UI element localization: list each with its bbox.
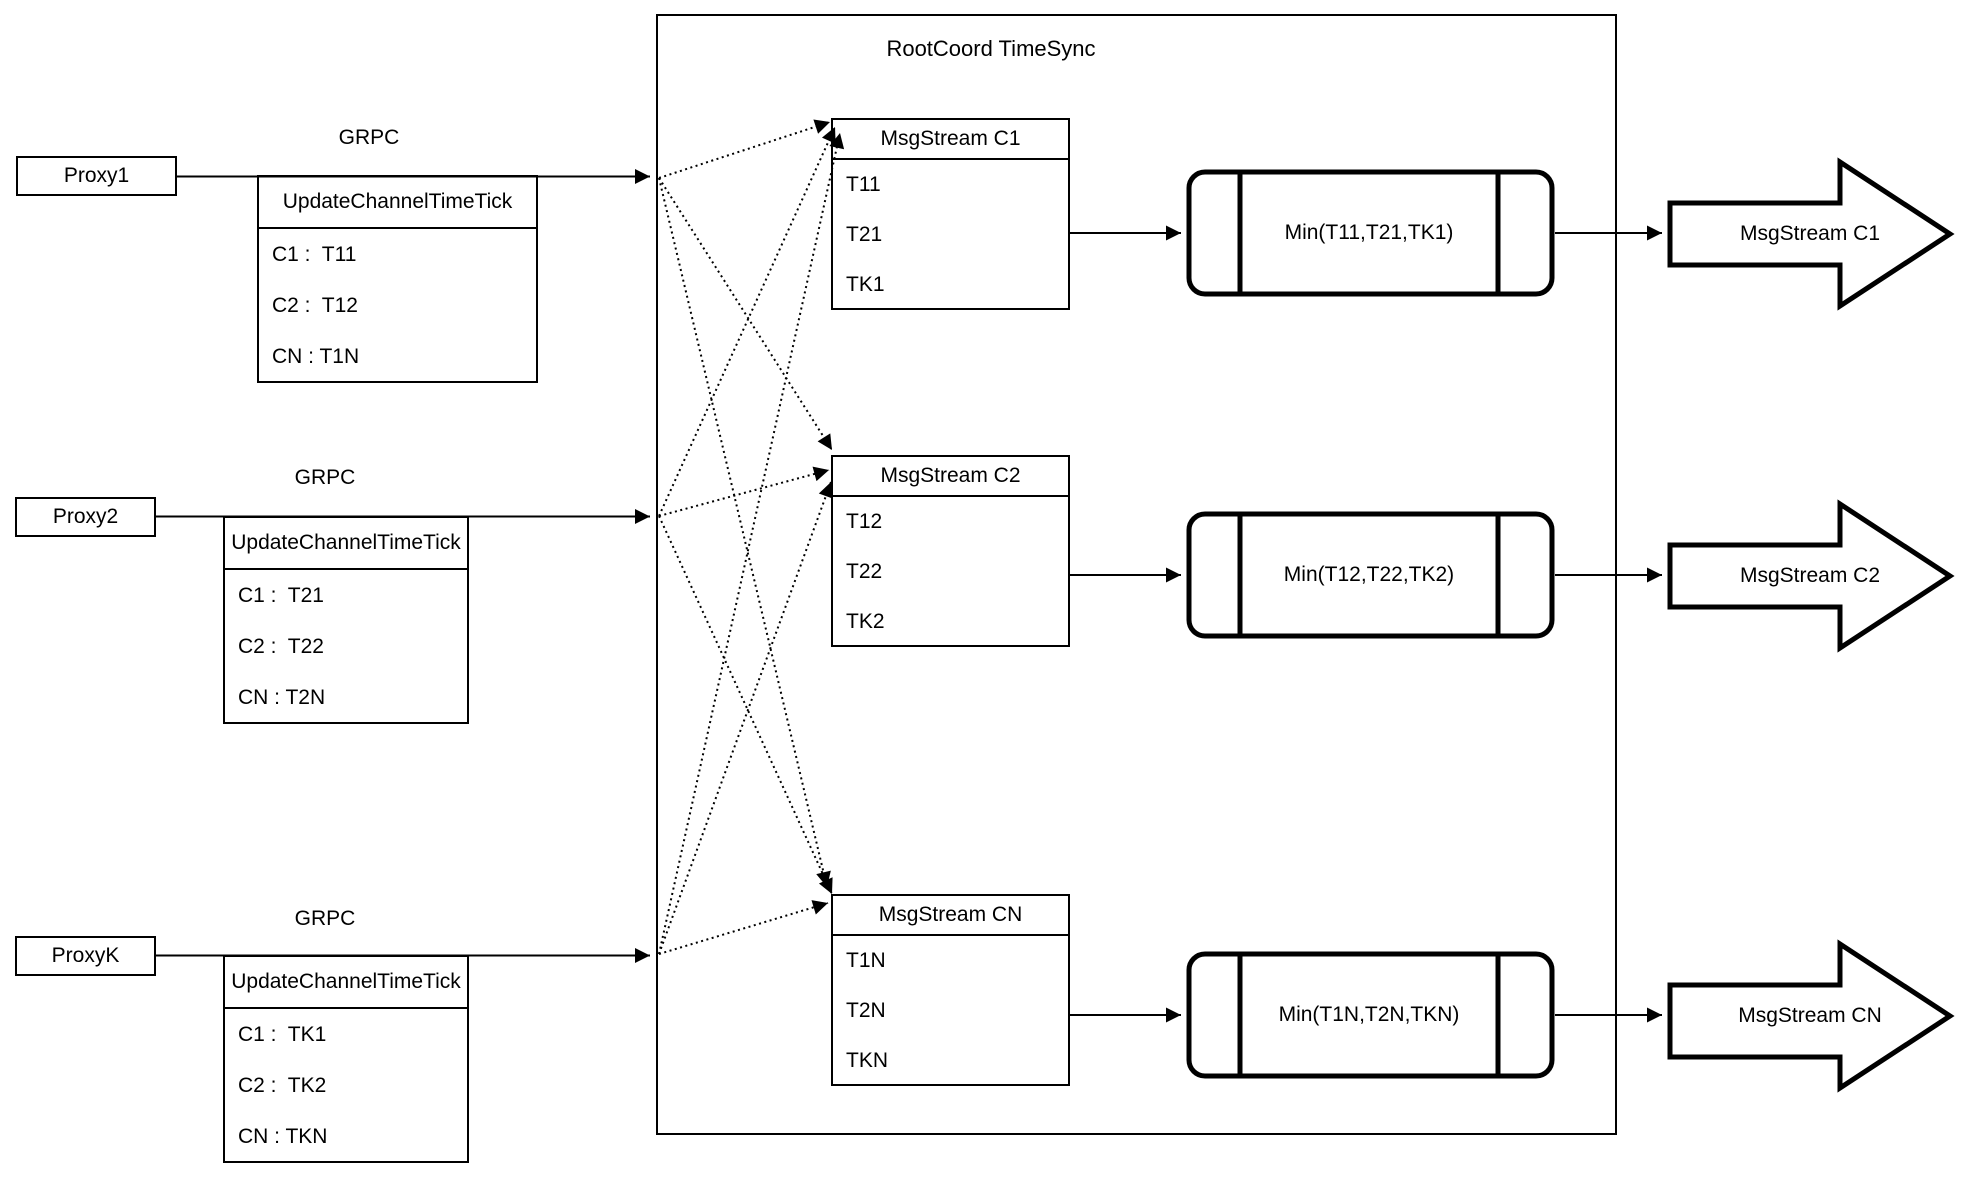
proxyk-box: ProxyK	[15, 936, 156, 976]
update-table-row: CN : T2N	[238, 685, 326, 709]
output-arrow-label-cn: MsgStream CN	[1738, 1004, 1882, 1028]
update-table-row: C1 : T11	[272, 242, 357, 266]
update-table-row: C2 : TK2	[238, 1073, 327, 1097]
proxy1-box: Proxy1	[16, 156, 177, 196]
grpc-label-3: GRPC	[294, 907, 356, 931]
msgstream-table-row: T1N	[846, 949, 886, 972]
grpc-label-1: GRPC	[338, 126, 400, 150]
rootcoord-title: RootCoord TimeSync	[886, 35, 1096, 61]
update-table-row: CN : TKN	[238, 1124, 328, 1148]
proxy2-box: Proxy2	[15, 497, 156, 537]
grpc-label-2: GRPC	[294, 466, 356, 490]
update-timetick-table-1: UpdateChannelTimeTick C1 : T11 C2 : T12 …	[257, 175, 538, 383]
msgstream-table-header: MsgStream C2	[833, 457, 1068, 497]
msgstream-table-row: T11	[846, 173, 881, 196]
min-label-1: Min(T11,T21,TK1)	[1284, 221, 1454, 245]
output-arrow-label-c2: MsgStream C2	[1739, 564, 1881, 588]
msgstream-table-row: T12	[846, 510, 883, 533]
msgstream-table-row: TK2	[846, 610, 885, 633]
update-table-header: UpdateChannelTimeTick	[225, 957, 467, 1009]
update-table-row: C1 : T21	[238, 583, 324, 607]
output-arrow-label-c1: MsgStream C1	[1739, 222, 1881, 246]
update-table-header: UpdateChannelTimeTick	[225, 518, 467, 570]
proxy1-label: Proxy1	[63, 164, 130, 187]
update-table-row: CN : T1N	[272, 344, 360, 368]
update-table-header: UpdateChannelTimeTick	[259, 177, 536, 229]
msgstream-table-row: T21	[846, 223, 883, 246]
min-label-2: Min(T12,T22,TK2)	[1283, 563, 1455, 587]
msgstream-table-row: TK1	[846, 273, 885, 296]
update-table-row: C2 : T12	[272, 293, 358, 317]
msgstream-table-cn: MsgStream CN T1N T2N TKN	[831, 894, 1070, 1086]
update-timetick-table-2: UpdateChannelTimeTick C1 : T21 C2 : T22 …	[223, 516, 469, 724]
proxyk-label: ProxyK	[51, 944, 120, 967]
msgstream-table-row: T2N	[846, 999, 886, 1022]
msgstream-table-header: MsgStream C1	[833, 120, 1068, 160]
min-label-3: Min(T1N,T2N,TKN)	[1278, 1003, 1460, 1027]
proxy2-label: Proxy2	[52, 505, 119, 528]
update-timetick-table-3: UpdateChannelTimeTick C1 : TK1 C2 : TK2 …	[223, 955, 469, 1163]
update-table-row: C2 : T22	[238, 634, 324, 658]
msgstream-table-c1: MsgStream C1 T11 T21 TK1	[831, 118, 1070, 310]
msgstream-table-header: MsgStream CN	[833, 896, 1068, 936]
msgstream-table-c2: MsgStream C2 T12 T22 TK2	[831, 455, 1070, 647]
msgstream-table-row: T22	[846, 560, 883, 583]
msgstream-table-row: TKN	[846, 1049, 888, 1072]
update-table-row: C1 : TK1	[238, 1022, 327, 1046]
